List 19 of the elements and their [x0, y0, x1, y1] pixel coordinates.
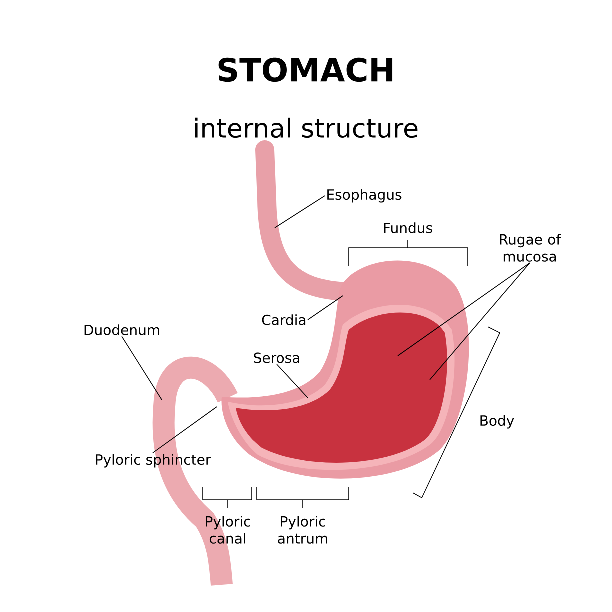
leader-line	[152, 406, 218, 454]
leader-line	[274, 196, 326, 228]
label-text: Pyloric canal	[206, 516, 250, 544]
label-text: Serosa	[254, 352, 300, 364]
leader-line	[122, 336, 162, 400]
label-text: Body	[480, 415, 514, 429]
label-text: Duodenum	[84, 324, 160, 336]
title: STOMACH	[218, 58, 393, 82]
label-text: Esophagus	[328, 189, 402, 203]
subtitle: internal structure	[195, 118, 418, 138]
label-text: Pyloric sphincter	[96, 454, 212, 468]
leader-line	[430, 262, 530, 380]
leader-line	[308, 296, 344, 320]
leader-line	[398, 262, 530, 356]
label-text: Fundus	[384, 222, 432, 234]
leader-line	[276, 364, 308, 398]
label-text: Rugae of mucosa	[500, 234, 562, 262]
label-text: Pyloric antrum	[278, 516, 328, 544]
label-text: Cardia	[262, 314, 306, 326]
